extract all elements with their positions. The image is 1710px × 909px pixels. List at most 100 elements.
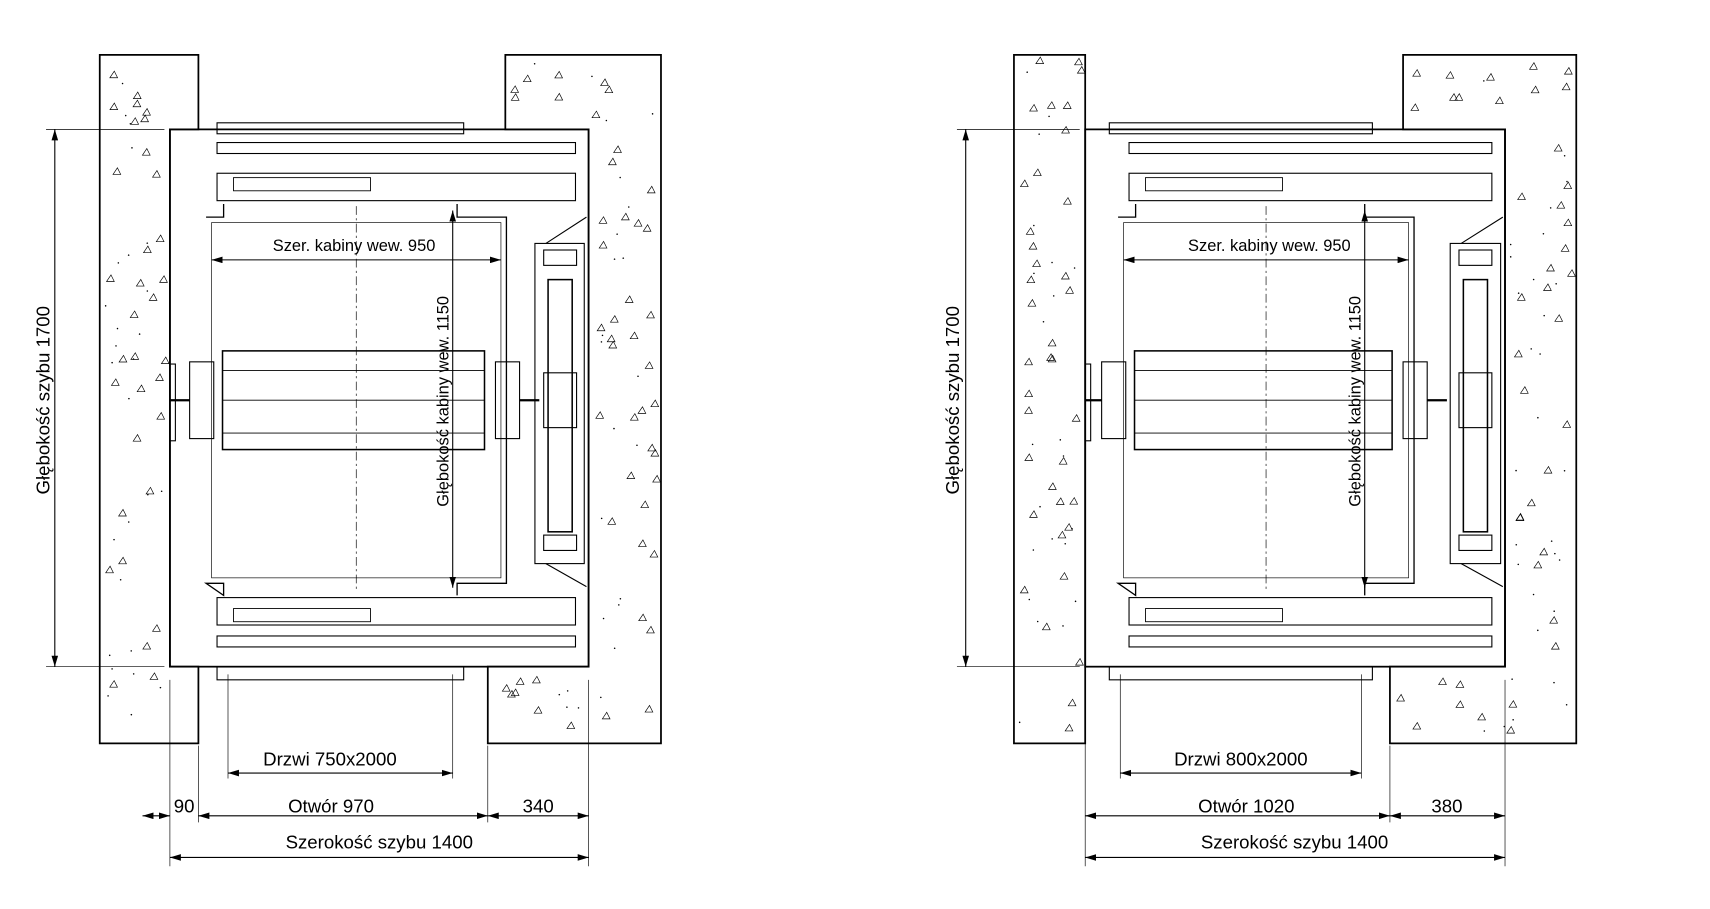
concrete-aggregate-mark xyxy=(1028,241,1038,250)
concrete-aggregate-mark xyxy=(1546,263,1555,272)
concrete-aggregate-mark xyxy=(1057,530,1067,539)
concrete-dot xyxy=(1543,314,1545,317)
concrete-aggregate-mark xyxy=(591,110,601,119)
counterweight-frame xyxy=(1449,242,1502,565)
right-wall xyxy=(1389,53,1578,745)
concrete-aggregate-mark xyxy=(1073,57,1083,66)
concrete-aggregate-mark xyxy=(156,411,166,420)
concrete-dot xyxy=(147,493,149,496)
concrete-aggregate-mark xyxy=(1396,693,1405,702)
concrete-dot xyxy=(533,63,536,65)
left-gap-label: 90 xyxy=(174,796,195,817)
concrete-dot xyxy=(613,427,615,430)
concrete-dot xyxy=(619,176,621,179)
concrete-aggregate-mark xyxy=(1553,143,1563,152)
concrete-dot xyxy=(601,334,604,337)
shaft-outline xyxy=(1084,128,1506,668)
concrete-aggregate-mark xyxy=(1515,512,1525,521)
concrete-dot xyxy=(115,345,117,347)
concrete-aggregate-mark xyxy=(142,641,152,650)
right-wall xyxy=(486,53,662,745)
concrete-aggregate-mark xyxy=(647,443,657,452)
concrete-aggregate-mark xyxy=(142,107,151,116)
top-door-track xyxy=(1145,177,1283,192)
right-gap-label: 380 xyxy=(1431,796,1462,817)
counterweight-body xyxy=(1462,278,1489,533)
concrete-aggregate-mark xyxy=(1026,275,1036,283)
concrete-aggregate-mark xyxy=(1438,677,1447,685)
concrete-aggregate-mark xyxy=(613,145,622,153)
concrete-dot xyxy=(1515,543,1518,546)
concrete-aggregate-mark xyxy=(1027,298,1037,307)
concrete-dot xyxy=(1074,600,1077,603)
concrete-aggregate-mark xyxy=(1519,386,1529,394)
concrete-aggregate-mark xyxy=(1035,56,1045,64)
concrete-aggregate-mark xyxy=(1071,414,1081,422)
concrete-aggregate-mark xyxy=(1060,271,1070,280)
right-guide-rail xyxy=(494,361,521,440)
concrete-aggregate-mark xyxy=(644,704,654,713)
concrete-dot xyxy=(600,517,603,520)
bottom-door-panel-inner xyxy=(216,597,577,626)
concrete-aggregate-mark xyxy=(609,314,619,323)
bottom-door-panel-outer xyxy=(1128,635,1493,648)
concrete-aggregate-mark xyxy=(140,114,150,123)
concrete-aggregate-mark xyxy=(1412,721,1422,730)
concrete-aggregate-mark xyxy=(1560,244,1570,252)
concrete-dot xyxy=(1028,598,1031,601)
top-door-panel-outer xyxy=(1128,141,1493,155)
concrete-aggregate-mark xyxy=(566,721,576,729)
concrete-aggregate-mark xyxy=(629,331,639,340)
concrete-aggregate-mark xyxy=(554,70,564,79)
right-guide-rail xyxy=(1402,361,1428,440)
concrete-dot xyxy=(1511,678,1513,680)
concrete-dot xyxy=(1550,540,1553,542)
concrete-aggregate-mark xyxy=(148,293,158,301)
concrete-dot xyxy=(1553,681,1555,684)
concrete-dot xyxy=(1532,593,1535,596)
concrete-aggregate-mark xyxy=(515,677,525,685)
concrete-aggregate-mark xyxy=(1494,96,1504,104)
concrete-aggregate-mark xyxy=(1445,70,1455,79)
concrete-aggregate-mark xyxy=(135,278,145,287)
concrete-dot xyxy=(1033,272,1035,275)
concrete-aggregate-mark xyxy=(1047,338,1057,347)
concrete-aggregate-mark xyxy=(110,378,120,386)
concrete-dot xyxy=(636,444,638,446)
concrete-aggregate-mark xyxy=(1412,68,1421,77)
concrete-aggregate-mark xyxy=(151,169,161,178)
door-label: Drzwi 750x2000 xyxy=(263,748,397,769)
concrete-aggregate-mark xyxy=(118,508,127,517)
concrete-dot xyxy=(616,233,618,235)
concrete-aggregate-mark xyxy=(1528,62,1538,70)
concrete-dot xyxy=(1549,207,1552,209)
left-guide-rail xyxy=(189,361,215,440)
left-wall xyxy=(1013,53,1087,745)
concrete-dot xyxy=(160,490,163,492)
concrete-aggregate-mark xyxy=(1062,101,1072,109)
concrete-aggregate-mark xyxy=(598,216,608,224)
concrete-dot xyxy=(113,538,115,541)
concrete-aggregate-mark xyxy=(1019,585,1029,594)
concrete-dot xyxy=(591,75,593,78)
concrete-aggregate-mark xyxy=(1550,641,1560,650)
counterweight-guide-shoe xyxy=(543,372,578,429)
concrete-dot xyxy=(613,258,616,260)
concrete-dot xyxy=(108,654,111,657)
concrete-dot xyxy=(130,713,133,716)
concrete-aggregate-mark xyxy=(1047,482,1057,490)
counterweight-bottom-rail xyxy=(543,534,578,551)
concrete-dot xyxy=(1558,559,1561,561)
concrete-aggregate-mark xyxy=(105,565,114,574)
concrete-aggregate-mark xyxy=(646,310,655,319)
concrete-aggregate-mark xyxy=(141,147,151,156)
concrete-dot xyxy=(1554,552,1556,555)
concrete-dot xyxy=(132,673,135,675)
concrete-dot xyxy=(1563,469,1566,472)
concrete-aggregate-mark xyxy=(159,275,168,283)
cabin-depth-label: Głębokość kabiny wew. 1150 xyxy=(1346,296,1364,507)
top-door-track xyxy=(233,177,371,192)
concrete-aggregate-mark xyxy=(1024,357,1033,366)
concrete-aggregate-mark xyxy=(132,91,142,99)
